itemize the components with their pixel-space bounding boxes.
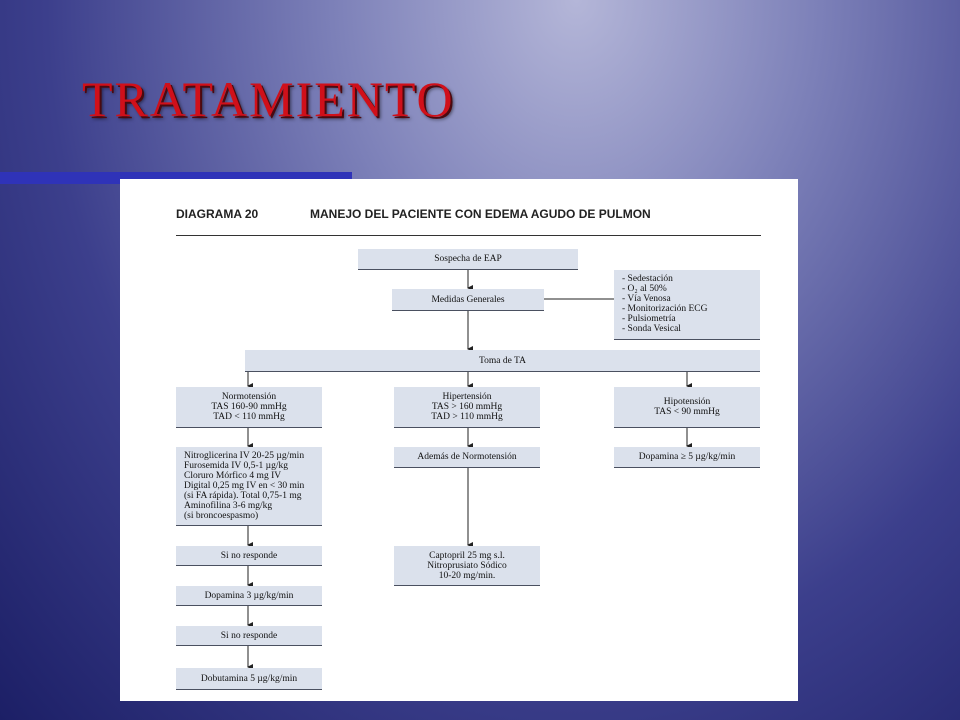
diagram-panel: DIAGRAMA 20 MANEJO DEL PACIENTE CON EDEM…	[120, 179, 798, 701]
node-hypotension-treatment: Dopamina ≥ 5 µg/kg/min	[614, 447, 760, 468]
node-hypertension: Hipertensión TAS > 160 mmHg TAD > 110 mm…	[394, 387, 540, 428]
heading-rule	[176, 235, 761, 236]
diagram-heading: MANEJO DEL PACIENTE CON EDEMA AGUDO DE P…	[310, 207, 651, 221]
node-general-measures: Medidas Generales	[392, 289, 544, 311]
node-dobutamine: Dobutamina 5 µg/kg/min	[176, 668, 322, 690]
node-suspect: Sospecha de EAP	[358, 249, 578, 270]
node-dopamine-3: Dopamina 3 µg/kg/min	[176, 586, 322, 606]
node-hypertension-treatment-2: Captopril 25 mg s.l. Nitroprusiato Sódic…	[394, 546, 540, 586]
diagram-number: DIAGRAMA 20	[176, 207, 259, 221]
node-no-response-1: Si no responde	[176, 546, 322, 566]
slide-title: TRATAMIENTO	[82, 71, 455, 127]
node-hypertension-treatment-1: Además de Normotensión	[394, 447, 540, 468]
node-blood-pressure: Toma de TA	[245, 350, 760, 372]
node-hypotension: Hipotensión TAS < 90 mmHg	[614, 387, 760, 428]
node-normotension: Normotensión TAS 160-90 mmHg TAD < 110 m…	[176, 387, 322, 428]
node-no-response-2: Si no responde	[176, 626, 322, 646]
node-normotension-treatment: Nitroglicerina IV 20-25 µg/min Furosemid…	[176, 447, 322, 526]
node-general-list: - Sedestación - O₂ al 50% - Vía Venosa -…	[614, 270, 760, 340]
